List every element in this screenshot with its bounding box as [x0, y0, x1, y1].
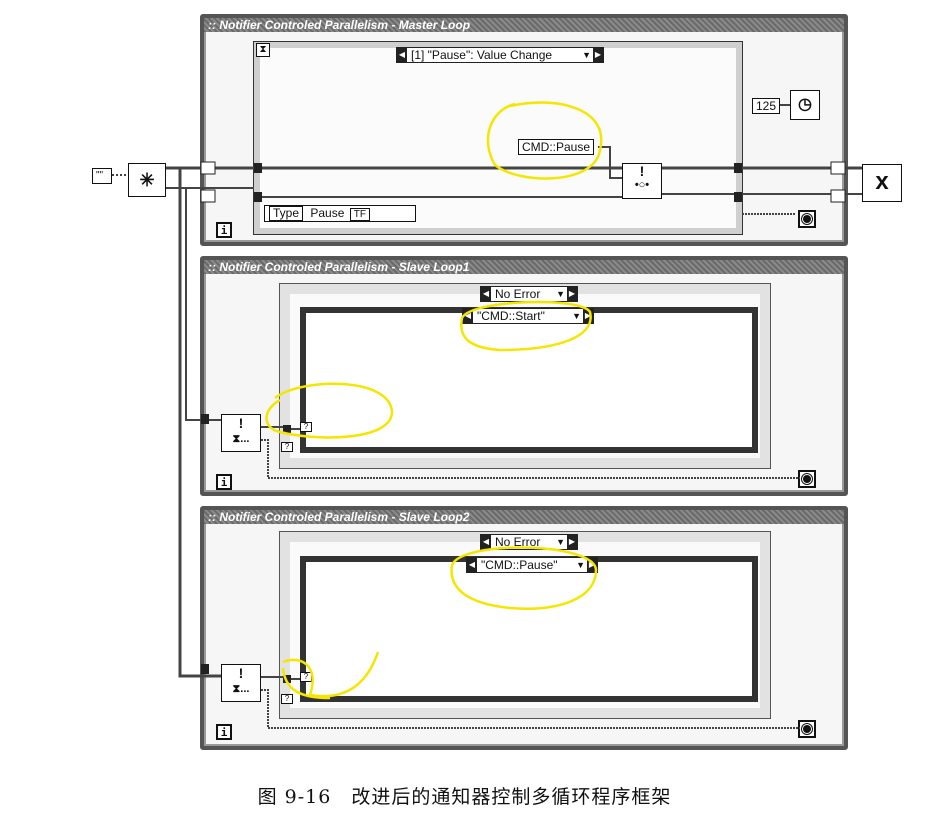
clock-icon: ◷: [798, 96, 812, 113]
slave-loop1-title: :: Notifier Controled Parallelism - Slav…: [204, 260, 844, 274]
cmd-case-label: "CMD::Pause": [481, 558, 558, 572]
send-notification-node[interactable]: ! •○•: [622, 163, 662, 199]
warning-icon: !: [238, 415, 244, 431]
wait-notification-label: ⧗...: [232, 683, 250, 695]
prev-case-arrow[interactable]: ◀: [397, 48, 407, 62]
error-case-label: No Error: [495, 287, 541, 301]
figure-caption: 图 9-16 改进后的通知器控制多循环程序框架: [257, 786, 672, 808]
release-notifier-node[interactable]: x: [862, 164, 902, 202]
next-case-arrow[interactable]: ▶: [593, 48, 603, 62]
prev-case-arrow[interactable]: ◀: [481, 535, 491, 549]
error-case-selector[interactable]: ◀ No Error ▼ ▶: [480, 286, 578, 302]
type-label: Type: [269, 206, 304, 221]
error-selector-terminal: ?: [281, 442, 293, 452]
wait-notification-node[interactable]: ! ⧗...: [221, 664, 261, 702]
event-data-node[interactable]: Type Pause TF: [264, 205, 416, 222]
cmd-case-structure: [300, 307, 758, 453]
iteration-terminal[interactable]: i: [216, 222, 232, 238]
wait-notification-node[interactable]: ! ⧗...: [221, 414, 261, 452]
pause-bool-indicator: TF: [349, 208, 370, 221]
warning-icon: !: [639, 163, 645, 179]
chevron-down-icon[interactable]: ▼: [556, 537, 565, 547]
chevron-down-icon[interactable]: ▼: [572, 311, 581, 321]
event-case-label: [1] "Pause": Value Change: [411, 48, 553, 62]
create-notifier-node[interactable]: ✳: [128, 163, 166, 197]
next-case-arrow[interactable]: ▶: [583, 309, 593, 323]
error-selector-terminal: ?: [281, 694, 293, 704]
wait-ms-node[interactable]: ◷: [790, 90, 820, 120]
next-case-arrow[interactable]: ▶: [587, 558, 597, 572]
iteration-terminal[interactable]: i: [216, 474, 232, 490]
chevron-down-icon[interactable]: ▼: [556, 289, 565, 299]
selector-terminal: ?: [300, 422, 312, 432]
send-notification-label: •○•: [634, 179, 650, 191]
master-loop-title: :: Notifier Controled Parallelism - Mast…: [204, 18, 844, 32]
prev-case-arrow[interactable]: ◀: [481, 287, 491, 301]
wait-ms-constant[interactable]: 125: [752, 98, 781, 114]
cmd-case-selector[interactable]: ◀ "CMD::Start" ▼ ▶: [462, 308, 594, 324]
pause-label: Pause: [310, 206, 345, 220]
cmd-case-selector[interactable]: ◀ "CMD::Pause" ▼ ▶: [466, 557, 598, 573]
event-timeout-icon[interactable]: ⧗: [256, 43, 270, 57]
warning-icon: !: [238, 665, 244, 681]
next-case-arrow[interactable]: ▶: [567, 287, 577, 301]
event-case-selector[interactable]: ◀ [1] "Pause": Value Change ▼ ▶: [396, 47, 604, 63]
loop-stop-terminal[interactable]: [798, 470, 816, 488]
slave-loop2-title: :: Notifier Controled Parallelism - Slav…: [204, 510, 844, 524]
prev-case-arrow[interactable]: ◀: [467, 558, 477, 572]
cmd-pause-constant[interactable]: CMD::Pause: [518, 139, 595, 155]
chevron-down-icon[interactable]: ▼: [576, 560, 585, 570]
wait-notification-label: ⧗...: [232, 433, 250, 445]
chevron-down-icon[interactable]: ▼: [582, 50, 591, 60]
cmd-case-label: "CMD::Start": [477, 309, 545, 323]
error-case-label: No Error: [495, 535, 541, 549]
loop-stop-terminal[interactable]: [798, 720, 816, 738]
cmd-case-structure: [300, 556, 758, 702]
case-tunnel: [283, 425, 291, 433]
loop-stop-terminal[interactable]: [798, 210, 816, 228]
selector-terminal: ?: [300, 672, 312, 682]
iteration-terminal[interactable]: i: [216, 724, 232, 740]
prev-case-arrow[interactable]: ◀: [463, 309, 473, 323]
next-case-arrow[interactable]: ▶: [567, 535, 577, 549]
create-notifier-icon: ✳: [139, 170, 155, 190]
close-icon: x: [875, 168, 889, 195]
string-constant[interactable]: "": [92, 168, 112, 184]
error-case-selector[interactable]: ◀ No Error ▼ ▶: [480, 534, 578, 550]
case-tunnel: [283, 675, 291, 683]
